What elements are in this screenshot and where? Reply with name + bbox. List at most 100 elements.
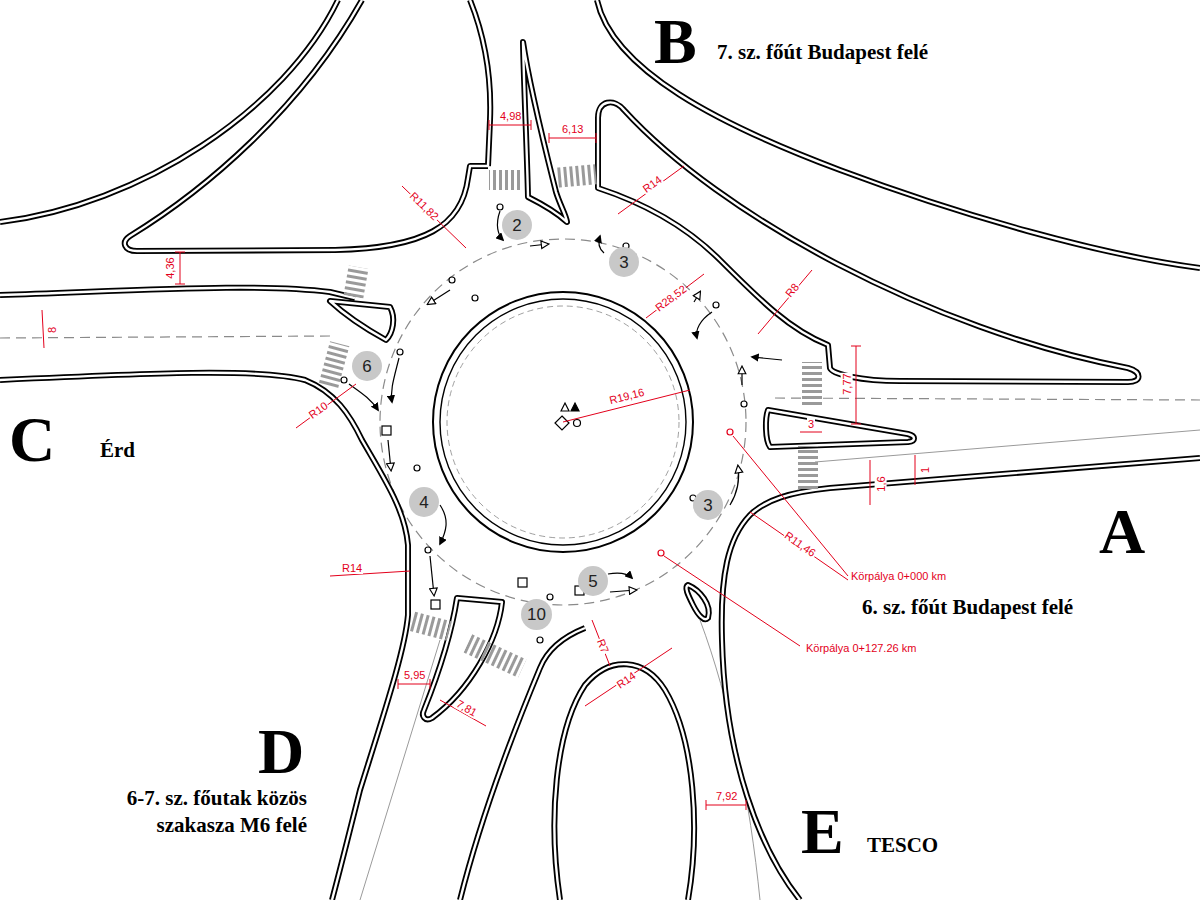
curb <box>597 0 1200 268</box>
curb <box>460 628 585 900</box>
radius-leader <box>296 384 356 428</box>
callout-circle: 2 <box>502 210 532 240</box>
station-leader <box>733 436 848 576</box>
dimension-line <box>42 310 44 348</box>
curb <box>125 0 488 251</box>
callout-circle: 10 <box>521 599 552 630</box>
dimension-label: 7,77 <box>841 372 853 395</box>
center-symbol <box>555 403 581 430</box>
crosswalk <box>798 446 818 490</box>
start-dot <box>397 349 403 355</box>
circle-fill <box>409 487 439 517</box>
destination-label: Érd <box>98 437 137 464</box>
central-island <box>433 292 693 552</box>
radius-leader <box>585 648 672 706</box>
curb <box>722 458 1200 900</box>
road-axis <box>0 336 330 338</box>
callout-circle: 3 <box>693 490 723 520</box>
crosswalk <box>464 634 527 677</box>
callout-circle: 4 <box>409 487 439 517</box>
curb <box>125 0 488 251</box>
road-axis <box>775 398 1200 400</box>
dimension-label: R10 <box>306 399 331 422</box>
circle-fill <box>609 247 639 277</box>
dimension-label: 6,13 <box>561 123 584 135</box>
dimension-label: R14 <box>640 173 665 196</box>
start-dot <box>449 277 455 283</box>
triangle-mark <box>571 403 579 411</box>
start-dot <box>741 401 747 407</box>
start-dot <box>414 465 420 471</box>
circle-fill <box>502 210 532 240</box>
callout-number: 10 <box>527 606 546 623</box>
callout-circle: 3 <box>609 247 639 277</box>
crosswalk <box>319 341 350 389</box>
callout-number: 6 <box>362 358 371 375</box>
dimension-label: 5,95 <box>403 669 426 681</box>
dimension-line <box>175 252 185 284</box>
curb <box>470 0 490 166</box>
dimension-label: R8 <box>782 280 802 300</box>
callout-number: 4 <box>419 494 428 511</box>
movement-arrow <box>741 367 742 385</box>
curb <box>0 373 408 900</box>
dimension-line <box>800 432 822 433</box>
destination-label: 6. sz. főút Budapest felé <box>860 594 1075 621</box>
dashed-axes <box>0 239 1200 605</box>
ring-axis <box>380 239 746 605</box>
movement-arrow <box>730 466 739 505</box>
crosswalk <box>802 362 822 406</box>
start-dot <box>713 302 719 308</box>
dimension-label: 1 <box>919 466 931 474</box>
dimension-label: 7,81 <box>454 697 480 719</box>
movement-arrow <box>428 290 450 304</box>
start-dot <box>547 594 553 600</box>
destination-label: 7. sz. főút Budapest felé <box>715 39 930 66</box>
movement-arrow <box>388 440 391 470</box>
leg-letter: E <box>801 800 844 864</box>
dimension-label: R14 <box>614 669 639 691</box>
crosswalk <box>555 164 597 187</box>
leg-letter: D <box>258 720 304 784</box>
dimension-label: 4,36 <box>164 256 176 279</box>
circle-fill <box>578 566 608 596</box>
dimension-label: R28,52 <box>652 282 689 314</box>
curb <box>722 458 1200 900</box>
curb <box>0 0 338 222</box>
circle-fill <box>352 351 382 381</box>
diamond-mark <box>555 416 569 430</box>
station-leader <box>664 556 800 646</box>
movement-arrow <box>391 358 399 402</box>
lane-line <box>700 620 760 900</box>
crosswalk <box>408 611 452 641</box>
dimension-label: 8 <box>46 326 58 334</box>
square-mark <box>382 426 391 435</box>
movement-arrow <box>430 556 434 595</box>
splitter-island <box>330 301 393 340</box>
leg-letter: A <box>1099 500 1145 564</box>
movement-arrow <box>697 312 712 338</box>
movement-arrow <box>610 590 636 592</box>
movement-arrow <box>349 384 378 410</box>
curb <box>330 301 393 340</box>
dimension-label: 7,92 <box>715 790 738 802</box>
crosswalk <box>489 170 521 190</box>
dimension-label: R11,82 <box>407 189 442 223</box>
callout-circle: 5 <box>578 566 608 596</box>
radius-leader <box>402 186 466 248</box>
circle-fill <box>693 490 723 520</box>
movement-arrow <box>752 357 782 360</box>
leg-letter: C <box>9 408 55 472</box>
radius-leader <box>618 166 684 214</box>
leg-letter: B <box>654 10 697 74</box>
curb <box>766 410 914 447</box>
movement-arrow <box>694 292 700 302</box>
callout-circle: 6 <box>352 351 382 381</box>
square-mark <box>518 578 527 587</box>
curb <box>686 585 708 619</box>
movement-arrow <box>530 244 548 246</box>
station-dot <box>727 429 733 435</box>
